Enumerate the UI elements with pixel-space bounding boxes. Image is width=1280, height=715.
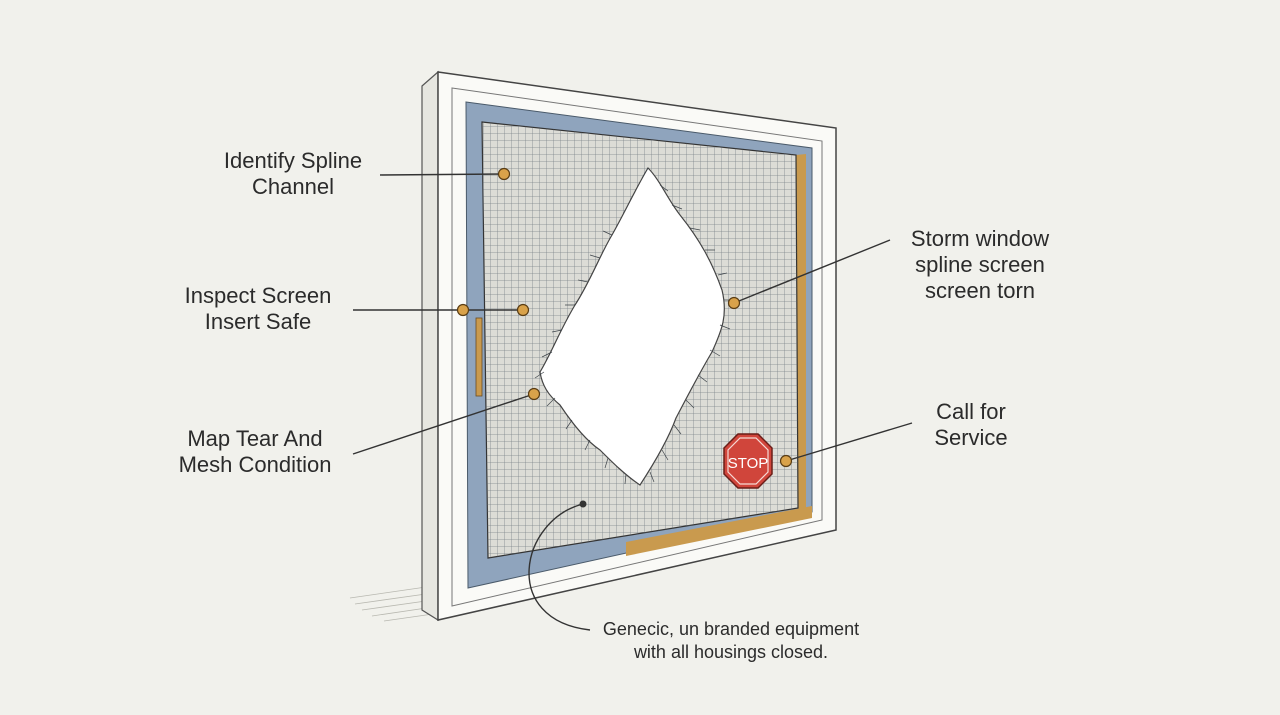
leader-lines: [352, 173, 913, 631]
label-storm-window: Storm window spline screen screen torn: [910, 226, 1050, 303]
marker-storm-window: [727, 296, 741, 310]
stop-sign: STOP: [723, 433, 773, 489]
markers: [456, 167, 793, 508]
mesh-tear: [539, 167, 725, 486]
label-equipment-note: Genecic, un branded equipment with all h…: [602, 619, 860, 662]
marker-inspect-left: [456, 303, 470, 317]
marker-equipment: [579, 500, 587, 508]
stop-sign-text: STOP: [728, 455, 769, 472]
marker-spline-channel: [497, 167, 511, 181]
label-call-service: Call for Service: [934, 399, 1008, 450]
marker-map-tear: [527, 387, 541, 401]
marker-inspect-right: [516, 303, 530, 317]
label-spline-channel: Identify Spline Channel: [223, 148, 363, 199]
label-inspect-screen: Inspect Screen Insert Safe: [184, 283, 332, 334]
marker-call-service: [779, 454, 793, 468]
label-map-tear: Map Tear And Mesh Condition: [178, 426, 332, 477]
screen-mesh: [482, 122, 798, 558]
